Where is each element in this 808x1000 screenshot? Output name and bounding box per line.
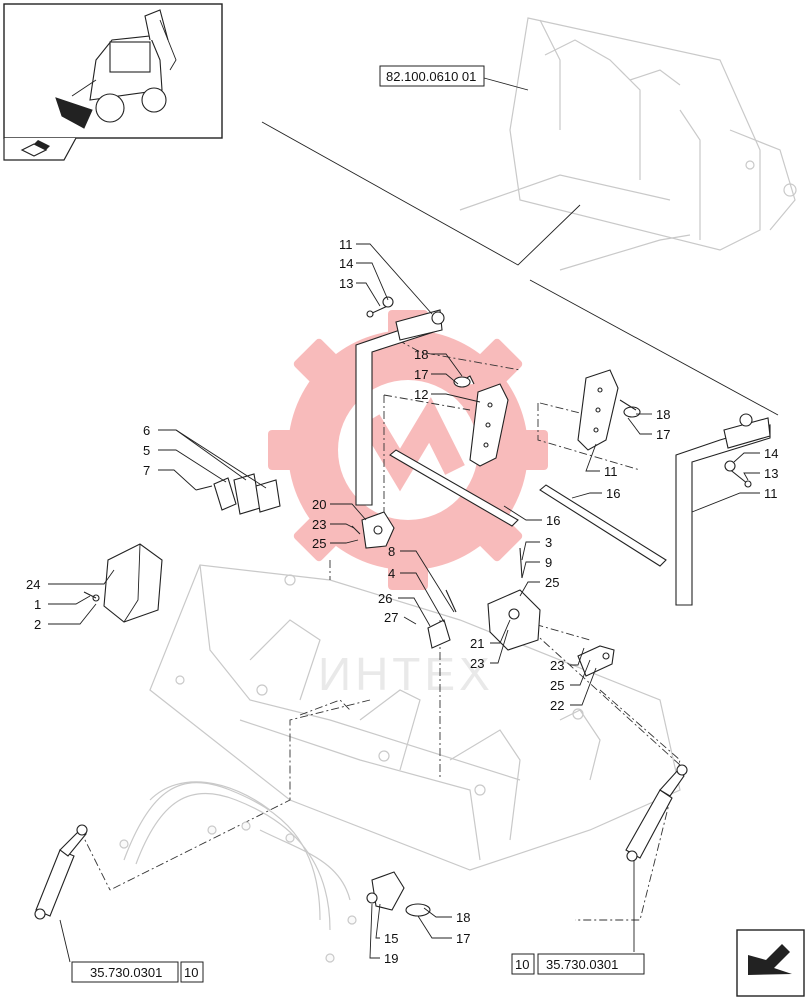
callouts: 11 14 13 18 17 12 18 17 11 14 13 11 16 1… [26,237,778,966]
part-fork-tine-right[interactable] [675,413,771,606]
part-bracket-right[interactable] [577,369,619,451]
thumbnail-panel [3,3,223,161]
part-bracket-assembly[interactable] [487,547,541,651]
part-pin-right[interactable] [724,460,752,488]
callout-25a[interactable]: 25 [312,536,326,551]
reference-bottom-right-label: 35.730.0301 [546,957,618,972]
reference-top-label: 82.100.0610 01 [386,69,476,84]
watermark-logo [268,310,548,590]
callout-23a[interactable]: 23 [312,517,326,532]
callout-25b[interactable]: 25 [545,575,559,590]
loader-bucket-background [149,564,681,871]
backhoe-loader-thumbnail [55,9,177,129]
reference-box-top[interactable]: 82.100.0610 01 [379,65,485,87]
gear-logo-icon [268,310,548,590]
callout-17a[interactable]: 17 [414,367,428,382]
part-cylinder-right[interactable] [625,764,688,862]
reference-bottom-left-page: 10 [184,965,198,980]
bucket-frame-background [459,17,797,271]
callout-22[interactable]: 22 [550,698,564,713]
part-clip-right[interactable] [619,399,641,418]
callout-24[interactable]: 24 [26,577,40,592]
callout-15[interactable]: 15 [384,931,398,946]
reference-bottom-left-label: 35.730.0301 [90,965,162,980]
callout-17c[interactable]: 17 [456,931,470,946]
callout-14b[interactable]: 14 [764,446,778,461]
callout-1[interactable]: 1 [34,597,41,612]
callout-5[interactable]: 5 [143,443,150,458]
callout-18b[interactable]: 18 [656,407,670,422]
part-bracket-20[interactable] [351,511,395,549]
part-cylinder-left[interactable] [34,824,88,920]
callout-12[interactable]: 12 [414,387,428,402]
part-fork-tine-left[interactable] [355,309,445,506]
callout-17b[interactable]: 17 [656,427,670,442]
callout-16b[interactable]: 16 [546,513,560,528]
next-page-arrow-icon[interactable] [736,929,805,997]
callout-8[interactable]: 8 [388,544,395,559]
book-page-arrow-icon[interactable] [20,140,50,157]
part-block-24[interactable] [103,543,163,623]
callout-20[interactable]: 20 [312,497,326,512]
callout-3[interactable]: 3 [545,535,552,550]
callout-23c[interactable]: 23 [550,658,564,673]
callout-18a[interactable]: 18 [414,347,428,362]
callout-16a[interactable]: 16 [606,486,620,501]
callout-4[interactable]: 4 [388,566,395,581]
reference-box-bottom-left[interactable]: 35.730.0301 10 [71,961,204,983]
part-latch-lower[interactable] [366,871,431,917]
reference-bottom-right-page: 10 [515,957,529,972]
callout-13b[interactable]: 13 [764,466,778,481]
callout-27[interactable]: 27 [384,610,398,625]
callout-9[interactable]: 9 [545,555,552,570]
part-shaft-upper[interactable] [389,449,519,527]
callout-7[interactable]: 7 [143,463,150,478]
part-bracket-12[interactable] [469,383,509,467]
watermark-text: ИНТЕХ [318,648,494,700]
callout-21[interactable]: 21 [470,636,484,651]
callout-19[interactable]: 19 [384,951,398,966]
callout-11b[interactable]: 11 [604,464,618,479]
callout-2[interactable]: 2 [34,617,41,632]
part-clip-left[interactable] [453,375,475,388]
callout-11a[interactable]: 11 [339,237,353,252]
callout-14a[interactable]: 14 [339,256,353,271]
callout-25c[interactable]: 25 [550,678,564,693]
hydraulic-hoses [119,781,357,963]
callout-6[interactable]: 6 [143,423,150,438]
callout-26[interactable]: 26 [378,591,392,606]
part-shaft-lower[interactable] [539,484,667,567]
reference-box-bottom-right[interactable]: 10 35.730.0301 [511,953,645,975]
part-bolt-1-2[interactable] [83,591,100,602]
callout-18c[interactable]: 18 [456,910,470,925]
callout-23b[interactable]: 23 [470,656,484,671]
part-pin-left[interactable] [366,296,394,318]
callout-13a[interactable]: 13 [339,276,353,291]
part-clip-26[interactable] [427,589,457,649]
callout-11c[interactable]: 11 [764,486,778,501]
part-wear-pads[interactable] [195,473,281,515]
